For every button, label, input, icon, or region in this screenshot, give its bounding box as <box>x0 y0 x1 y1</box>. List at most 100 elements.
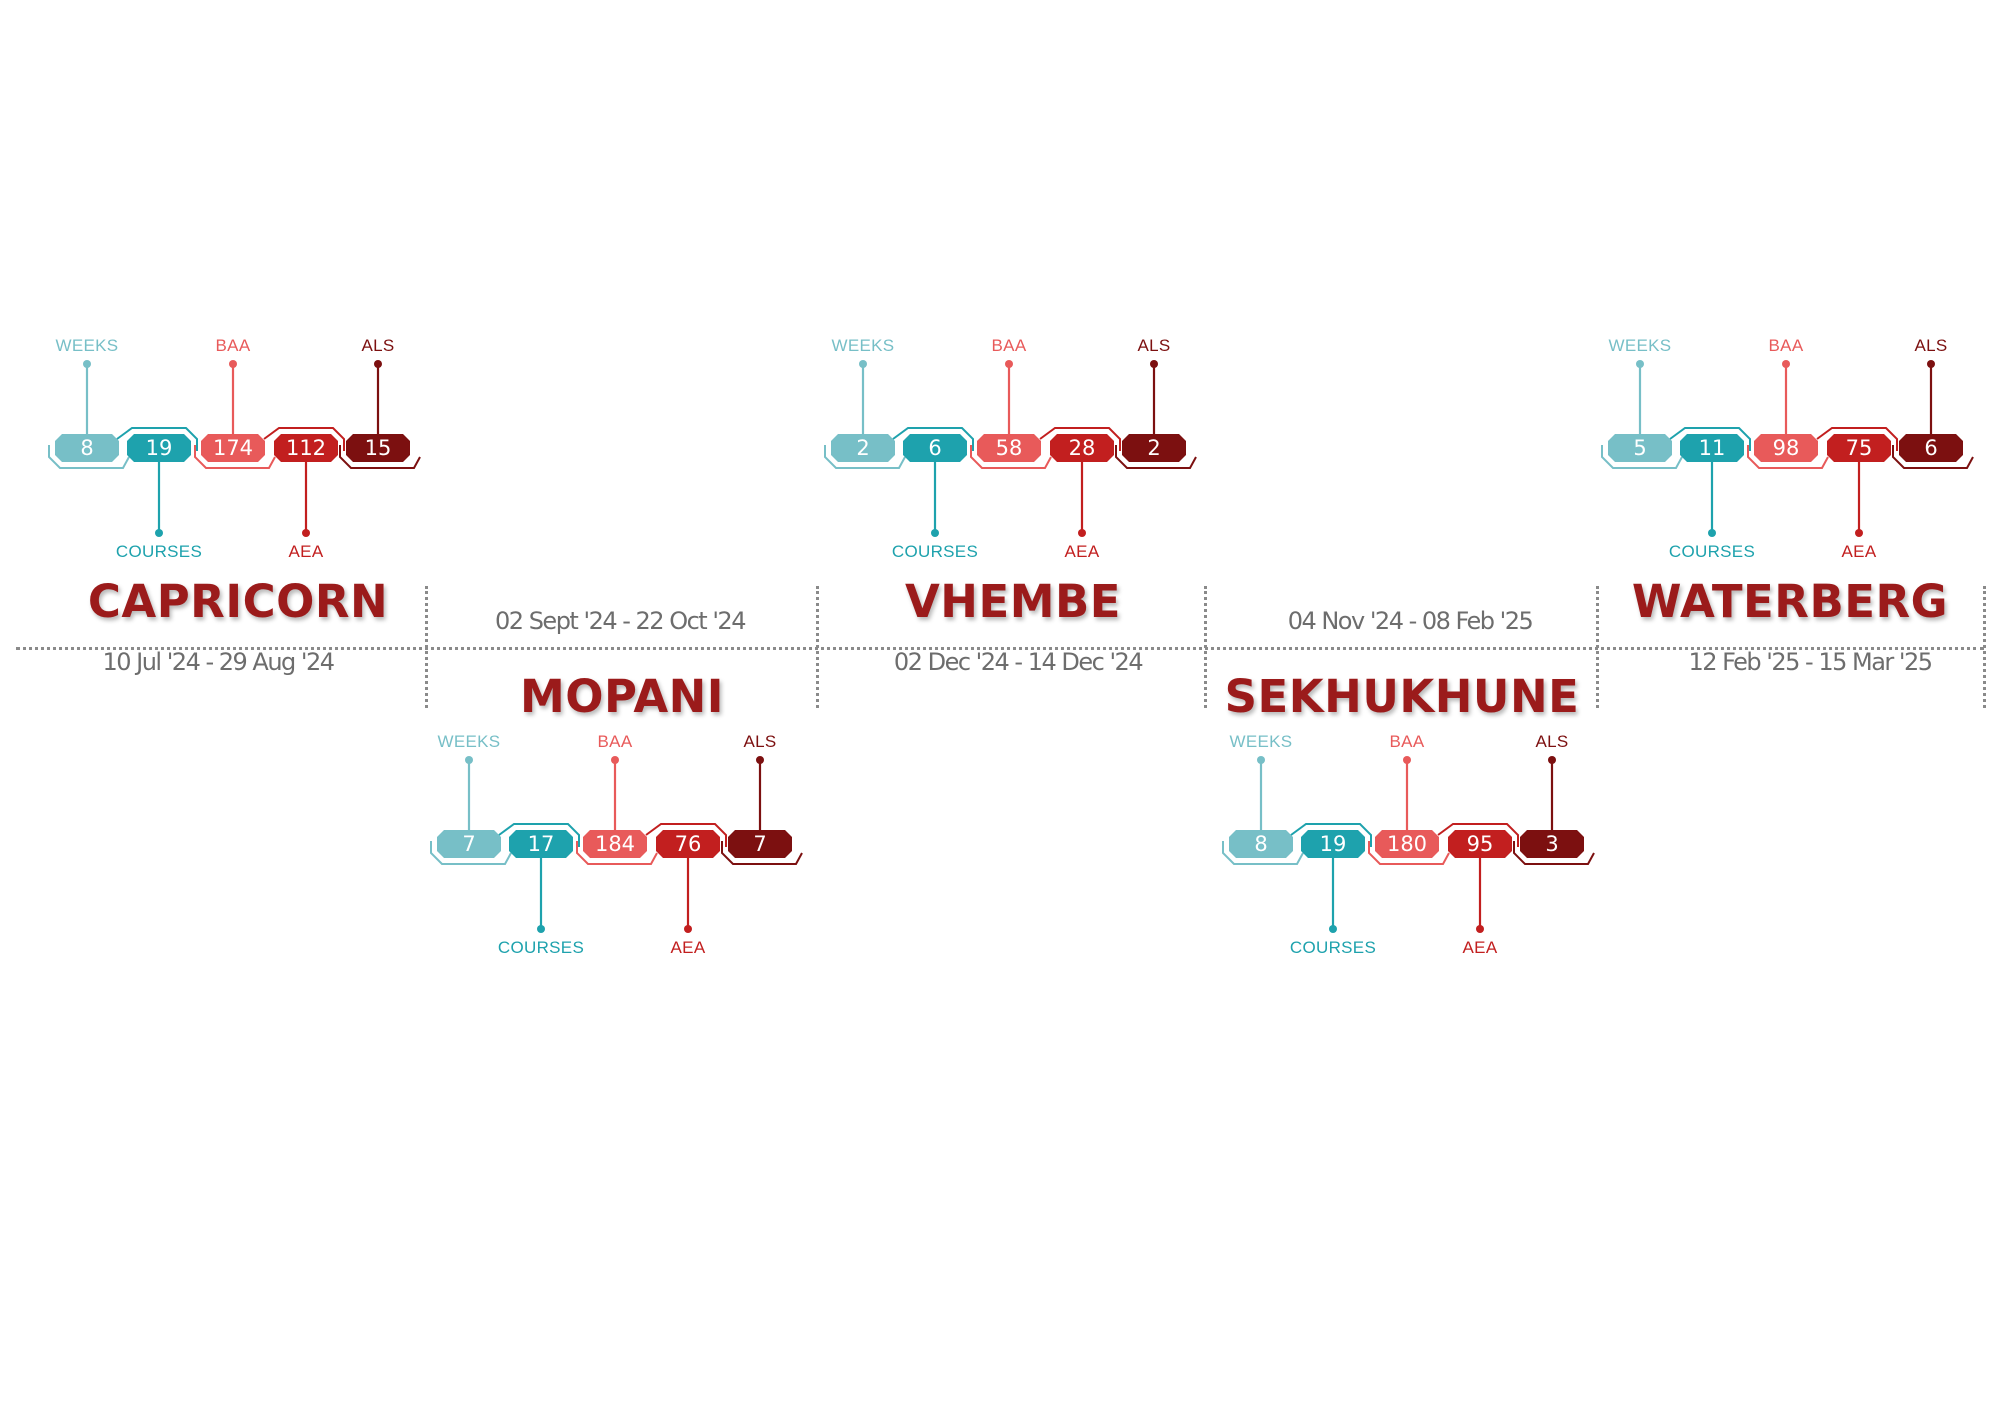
date-range-vhembe: 02 Dec '24 - 14 Dec '24 <box>893 648 1144 676</box>
als-value: 2 <box>1147 436 1161 460</box>
als-badge-outline <box>1115 445 1197 469</box>
region-title-sekhukhune: SEKHUKHUNE <box>1224 670 1580 723</box>
baa-connector-dot <box>1403 756 1411 764</box>
baa-label: BAA <box>991 336 1027 355</box>
weeks-label: WEEKS <box>437 732 501 751</box>
als-connector-dot <box>374 360 382 368</box>
baa-value: 98 <box>1772 436 1800 460</box>
stats-connectors <box>1601 360 1974 537</box>
als-connector-dot <box>1150 360 1158 368</box>
aea-value: 28 <box>1068 436 1096 460</box>
weeks-badge-outline <box>48 445 130 469</box>
weeks-badge-outline <box>430 841 512 865</box>
weeks-connector-dot <box>1636 360 1644 368</box>
aea-connector-dot <box>684 925 692 933</box>
aea-badge <box>1448 830 1512 858</box>
date-range-waterberg: 12 Feb '25 - 15 Mar '25 <box>1688 648 1933 676</box>
stats-connectors <box>1222 756 1595 933</box>
aea-connector-dot <box>1078 529 1086 537</box>
date-range-sekhukhune: 04 Nov '24 - 08 Feb '25 <box>1287 607 1534 635</box>
courses-badge <box>903 434 967 462</box>
aea-value: 76 <box>674 832 702 856</box>
als-label: ALS <box>361 336 395 355</box>
als-label: ALS <box>1914 336 1948 355</box>
aea-value: 95 <box>1466 832 1494 856</box>
courses-connector-dot <box>931 529 939 537</box>
stats-connectors <box>824 360 1197 537</box>
weeks-connector-dot <box>83 360 91 368</box>
timeline-divider <box>1983 586 1986 708</box>
aea-badge-outline <box>263 427 345 451</box>
als-connector-dot <box>1548 756 1556 764</box>
weeks-label: WEEKS <box>1608 336 1672 355</box>
aea-badge <box>274 434 338 462</box>
courses-badge-outline <box>892 427 974 451</box>
baa-badge-outline <box>194 445 276 469</box>
courses-badge <box>1680 434 1744 462</box>
als-label: ALS <box>743 732 777 751</box>
aea-badge-outline <box>1039 427 1121 451</box>
baa-badge <box>977 434 1041 462</box>
aea-value: 112 <box>285 436 327 460</box>
baa-connector-dot <box>229 360 237 368</box>
weeks-label: WEEKS <box>1229 732 1293 751</box>
courses-badge <box>1301 830 1365 858</box>
courses-label: COURSES <box>891 542 979 561</box>
als-badge <box>1122 434 1186 462</box>
weeks-value: 5 <box>1633 436 1647 460</box>
weeks-label: WEEKS <box>55 336 119 355</box>
baa-label: BAA <box>215 336 251 355</box>
als-connector-dot <box>1927 360 1935 368</box>
als-value: 7 <box>753 832 767 856</box>
baa-value: 180 <box>1386 832 1428 856</box>
aea-badge-outline <box>1437 823 1519 847</box>
als-value: 15 <box>364 436 392 460</box>
courses-value: 19 <box>1319 832 1347 856</box>
aea-label: AEA <box>1841 542 1877 561</box>
als-value: 3 <box>1545 832 1559 856</box>
baa-connector-dot <box>1005 360 1013 368</box>
weeks-connector-dot <box>1257 756 1265 764</box>
region-title-waterberg: WATERBERG <box>1631 575 1949 628</box>
baa-value: 174 <box>212 436 254 460</box>
aea-badge-outline <box>1816 427 1898 451</box>
weeks-value: 7 <box>462 832 476 856</box>
baa-value: 58 <box>995 436 1023 460</box>
baa-badge-outline <box>576 841 658 865</box>
courses-label: COURSES <box>1668 542 1756 561</box>
als-badge <box>1520 830 1584 858</box>
weeks-label: WEEKS <box>831 336 895 355</box>
weeks-badge <box>437 830 501 858</box>
timeline-divider <box>1204 586 1207 708</box>
aea-label: AEA <box>670 938 706 957</box>
courses-connector-dot <box>155 529 163 537</box>
courses-value: 17 <box>527 832 555 856</box>
aea-badge <box>1050 434 1114 462</box>
weeks-badge-outline <box>1222 841 1304 865</box>
courses-value: 19 <box>145 436 173 460</box>
courses-connector-dot <box>1329 925 1337 933</box>
weeks-connector-dot <box>859 360 867 368</box>
courses-connector-dot <box>1708 529 1716 537</box>
timeline-divider <box>425 586 428 708</box>
weeks-badge <box>1229 830 1293 858</box>
baa-label: BAA <box>1768 336 1804 355</box>
aea-label: AEA <box>1462 938 1498 957</box>
als-value: 6 <box>1924 436 1938 460</box>
als-connector-dot <box>756 756 764 764</box>
aea-badge <box>656 830 720 858</box>
weeks-badge <box>831 434 895 462</box>
als-badge <box>728 830 792 858</box>
weeks-badge-outline <box>824 445 906 469</box>
region-title-capricorn: CAPRICORN <box>87 575 389 628</box>
als-badge-outline <box>1513 841 1595 865</box>
courses-badge-outline <box>116 427 198 451</box>
courses-label: COURSES <box>1289 938 1377 957</box>
baa-badge <box>201 434 265 462</box>
aea-badge <box>1827 434 1891 462</box>
weeks-connector-dot <box>465 756 473 764</box>
aea-badge-outline <box>645 823 727 847</box>
baa-badge-outline <box>1368 841 1450 865</box>
